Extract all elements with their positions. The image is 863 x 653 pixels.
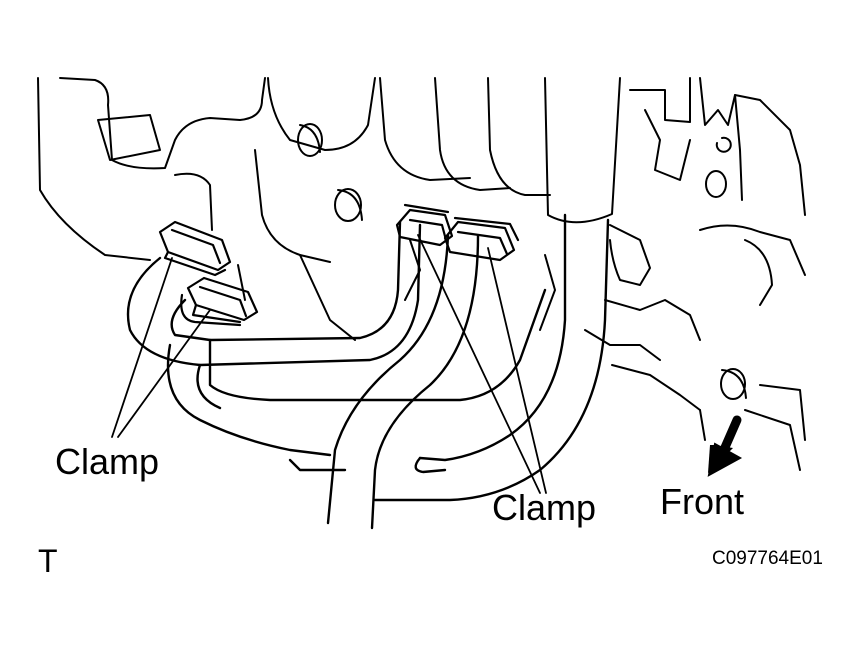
clamp-right-left — [395, 203, 454, 247]
figure-code: C097764E01 — [712, 548, 823, 569]
corner-letter: T — [38, 543, 58, 579]
clamp-label-right: Clamp — [492, 487, 597, 528]
clamps — [158, 203, 520, 327]
clamp-label-left: Clamp — [55, 441, 160, 482]
clamp-left-upper — [158, 220, 232, 277]
clamp-right-right — [443, 216, 520, 262]
leader-lines — [111, 234, 547, 494]
hoses — [126, 213, 610, 530]
front-arrow-icon — [707, 415, 743, 477]
front-label: Front — [660, 481, 745, 522]
clamp-left-lower — [180, 276, 259, 327]
engine-block — [37, 77, 806, 471]
